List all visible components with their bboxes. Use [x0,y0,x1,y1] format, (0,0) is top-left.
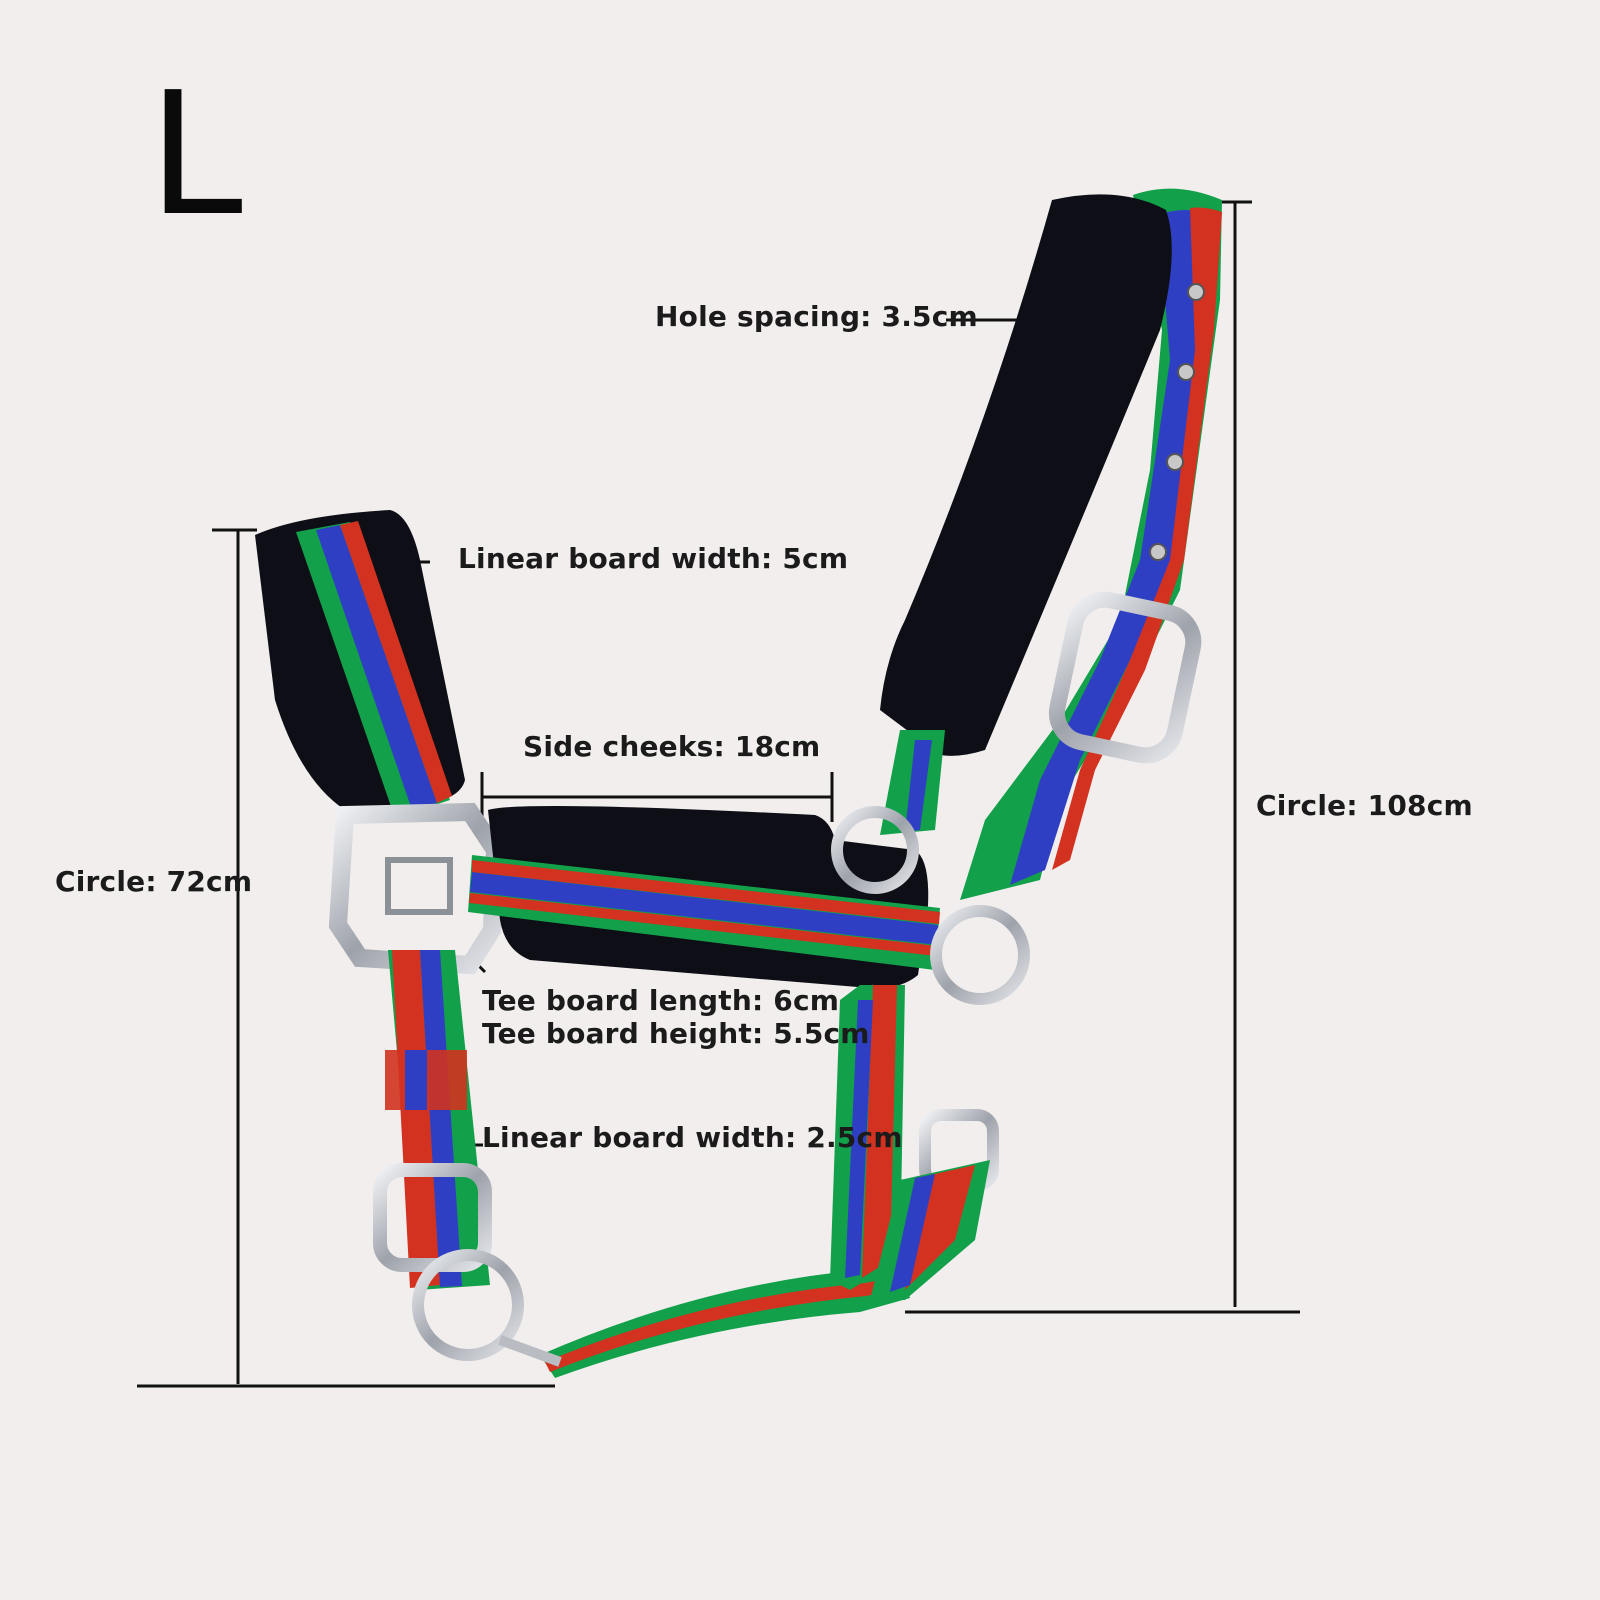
strap-width-label: Linear board width: 2.5cm [482,1121,903,1154]
circle-small-label: Circle: 72cm [55,865,253,898]
side-cheeks-label: Side cheeks: 18cm [523,730,821,763]
tee-height-label: Tee board height: 5.5cm [482,1017,870,1050]
crown-width-label: Linear board width: 5cm [458,542,849,575]
circle-large-label: Circle: 108cm [1256,789,1473,822]
tee-length-label: Tee board length: 6cm [482,984,840,1017]
noseband [468,806,940,989]
chin-strap [498,985,990,1378]
size-letter: L [148,56,243,254]
left-crown-pad [255,510,465,818]
crown-strap [880,188,1222,901]
hole-spacing-label: Hole spacing: 3.5cm [655,300,978,333]
left-cheek-strap [373,950,524,1361]
throat-ring [328,802,505,975]
